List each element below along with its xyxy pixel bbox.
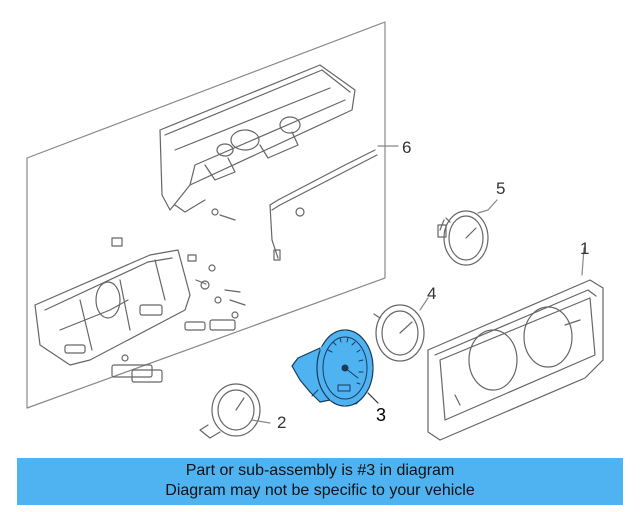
part-3-dial-marks: [311, 336, 368, 405]
part-3-leader: [367, 392, 379, 404]
callout-5: 5: [496, 179, 505, 198]
callout-3: 3: [376, 405, 386, 425]
callout-1: 1: [580, 239, 589, 258]
frame-outline: [26, 21, 386, 409]
banner-line-1: Part or sub-assembly is #3 in diagram: [185, 462, 455, 479]
part-3-speedometer-highlight: [291, 329, 374, 407]
circuit-board: [34, 249, 191, 366]
part-6-cluster-housing: [159, 64, 378, 261]
part-4-gauge: [373, 297, 429, 362]
small-hardware: [111, 207, 305, 383]
part-5-gauge: [437, 199, 498, 266]
part-2-gauge: [199, 383, 271, 439]
parts-diagram: 1 2 3 4 5 6: [26, 21, 604, 441]
banner-line-2: Diagram may not be specific to your vehi…: [165, 482, 475, 499]
part-1-bezel: [427, 247, 604, 441]
callout-6: 6: [402, 138, 411, 157]
callout-2: 2: [277, 413, 286, 432]
info-banner: Part or sub-assembly is #3 in diagram Di…: [17, 458, 623, 505]
callout-4: 4: [427, 284, 436, 303]
